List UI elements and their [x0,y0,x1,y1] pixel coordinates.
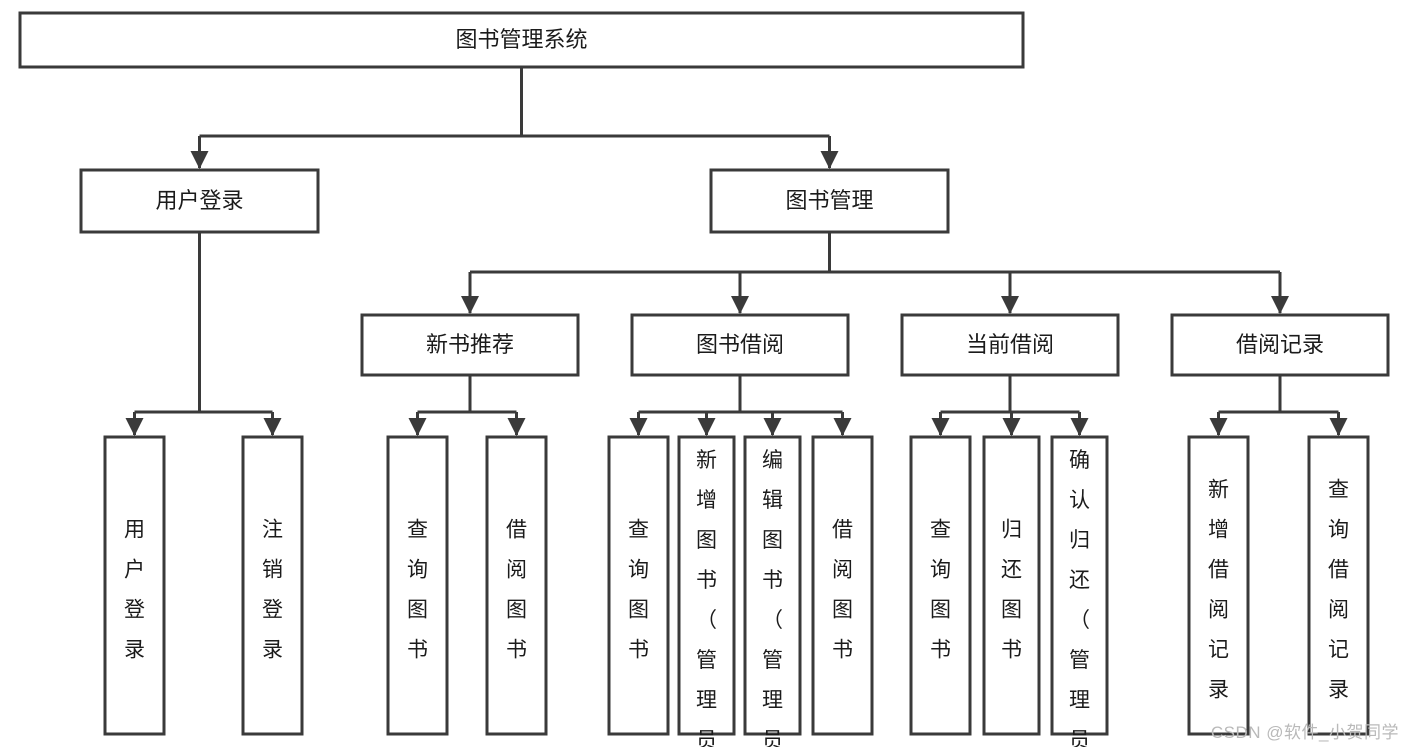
node-book-manage-label: 图书管理 [785,188,873,213]
arrow-head-icon [408,418,427,436]
node-current-borrow-box [900,313,1120,377]
node-book-manage-box [709,168,950,234]
node-borrow-record[interactable]: 借阅记录 [1170,313,1390,377]
node-leaf-user-login-label: 用户登录 [124,519,145,662]
node-leaf-confirm-return-box [1050,435,1109,736]
arrow-head-icon [1001,296,1019,314]
node-layer: 图书管理系统用户登录图书管理新书推荐图书借阅当前借阅借阅记录用户登录注销登录查询… [18,11,1390,747]
node-leaf-add-record-box [1187,435,1250,736]
node-leaf-borrow-book-rec-label: 借阅图书 [506,519,527,662]
node-leaf-borrow-book-rec-box [485,435,548,736]
node-leaf-borrow-book-br-label: 借阅图书 [832,519,853,662]
node-borrow-record-label: 借阅记录 [1236,332,1324,357]
node-leaf-query-book-rec[interactable]: 查询图书 [386,435,449,736]
node-leaf-add-book-box [677,435,736,736]
node-root-label: 图书管理系统 [455,27,587,52]
node-leaf-query-book-br-box [607,435,670,736]
node-leaf-edit-book-label: 编辑图书（管理员） [762,449,783,747]
arrow-head-icon [190,151,209,169]
node-leaf-add-record[interactable]: 新增借阅记录 [1187,435,1250,736]
node-leaf-query-book-rec-label: 查询图书 [407,519,428,662]
node-leaf-user-logout-box [241,435,304,736]
node-leaf-user-login[interactable]: 用户登录 [103,435,166,736]
node-book-borrow[interactable]: 图书借阅 [630,313,850,377]
arrow-head-icon [629,418,648,436]
arrow-head-icon [731,296,749,314]
node-leaf-confirm-return-label: 确认归还（管理员） [1069,449,1090,747]
node-user-login[interactable]: 用户登录 [79,168,320,234]
node-leaf-query-record[interactable]: 查询借阅记录 [1307,435,1370,736]
arrow-head-icon [1209,418,1228,436]
node-new-book-recommend-label: 新书推荐 [426,332,514,357]
node-leaf-borrow-book-rec[interactable]: 借阅图书 [485,435,548,736]
node-leaf-add-record-label: 新增借阅记录 [1208,479,1229,702]
node-borrow-record-box [1170,313,1390,377]
node-leaf-edit-book[interactable]: 编辑图书（管理员） [743,435,802,747]
node-new-book-recommend[interactable]: 新书推荐 [360,313,580,377]
arrow-head-icon [1329,418,1348,436]
node-user-login-box [79,168,320,234]
node-book-manage[interactable]: 图书管理 [709,168,950,234]
node-book-borrow-label: 图书借阅 [696,332,784,357]
arrow-head-icon [263,418,282,436]
arrow-head-icon [697,418,716,436]
arrow-head-icon [833,418,852,436]
node-book-borrow-box [630,313,850,377]
node-leaf-confirm-return[interactable]: 确认归还（管理员） [1050,435,1109,747]
node-leaf-query-book-cb[interactable]: 查询图书 [909,435,972,736]
node-leaf-query-book-rec-box [386,435,449,736]
arrow-head-icon [820,151,839,169]
arrow-head-icon [461,296,479,314]
arrow-head-icon [1271,296,1289,314]
node-leaf-query-book-cb-label: 查询图书 [930,519,951,662]
node-root[interactable]: 图书管理系统 [18,11,1025,69]
arrow-head-icon [931,418,950,436]
connector-layer [125,67,1348,436]
node-leaf-edit-book-box [743,435,802,736]
node-leaf-query-record-label: 查询借阅记录 [1328,479,1349,702]
arrow-head-icon [507,418,526,436]
arrow-head-icon [763,418,782,436]
node-leaf-query-record-box [1307,435,1370,736]
node-root-box [18,11,1025,69]
node-user-login-label: 用户登录 [155,188,243,213]
node-leaf-return-book[interactable]: 归还图书 [982,435,1041,736]
node-leaf-user-logout-label: 注销登录 [262,519,283,662]
node-leaf-add-book-label: 新增图书（管理员） [696,449,717,747]
node-leaf-return-book-box [982,435,1041,736]
node-leaf-query-book-br-label: 查询图书 [628,519,649,662]
arrow-head-icon [1070,418,1089,436]
node-leaf-borrow-book-br[interactable]: 借阅图书 [811,435,874,736]
arrow-head-icon [125,418,144,436]
node-current-borrow-label: 当前借阅 [966,332,1054,357]
node-new-book-recommend-box [360,313,580,377]
node-leaf-return-book-label: 归还图书 [1001,519,1022,662]
node-current-borrow[interactable]: 当前借阅 [900,313,1120,377]
arrow-head-icon [1002,418,1021,436]
node-leaf-borrow-book-br-box [811,435,874,736]
node-leaf-user-login-box [103,435,166,736]
node-leaf-user-logout[interactable]: 注销登录 [241,435,304,736]
node-leaf-query-book-cb-box [909,435,972,736]
node-leaf-add-book[interactable]: 新增图书（管理员） [677,435,736,747]
node-leaf-query-book-br[interactable]: 查询图书 [607,435,670,736]
